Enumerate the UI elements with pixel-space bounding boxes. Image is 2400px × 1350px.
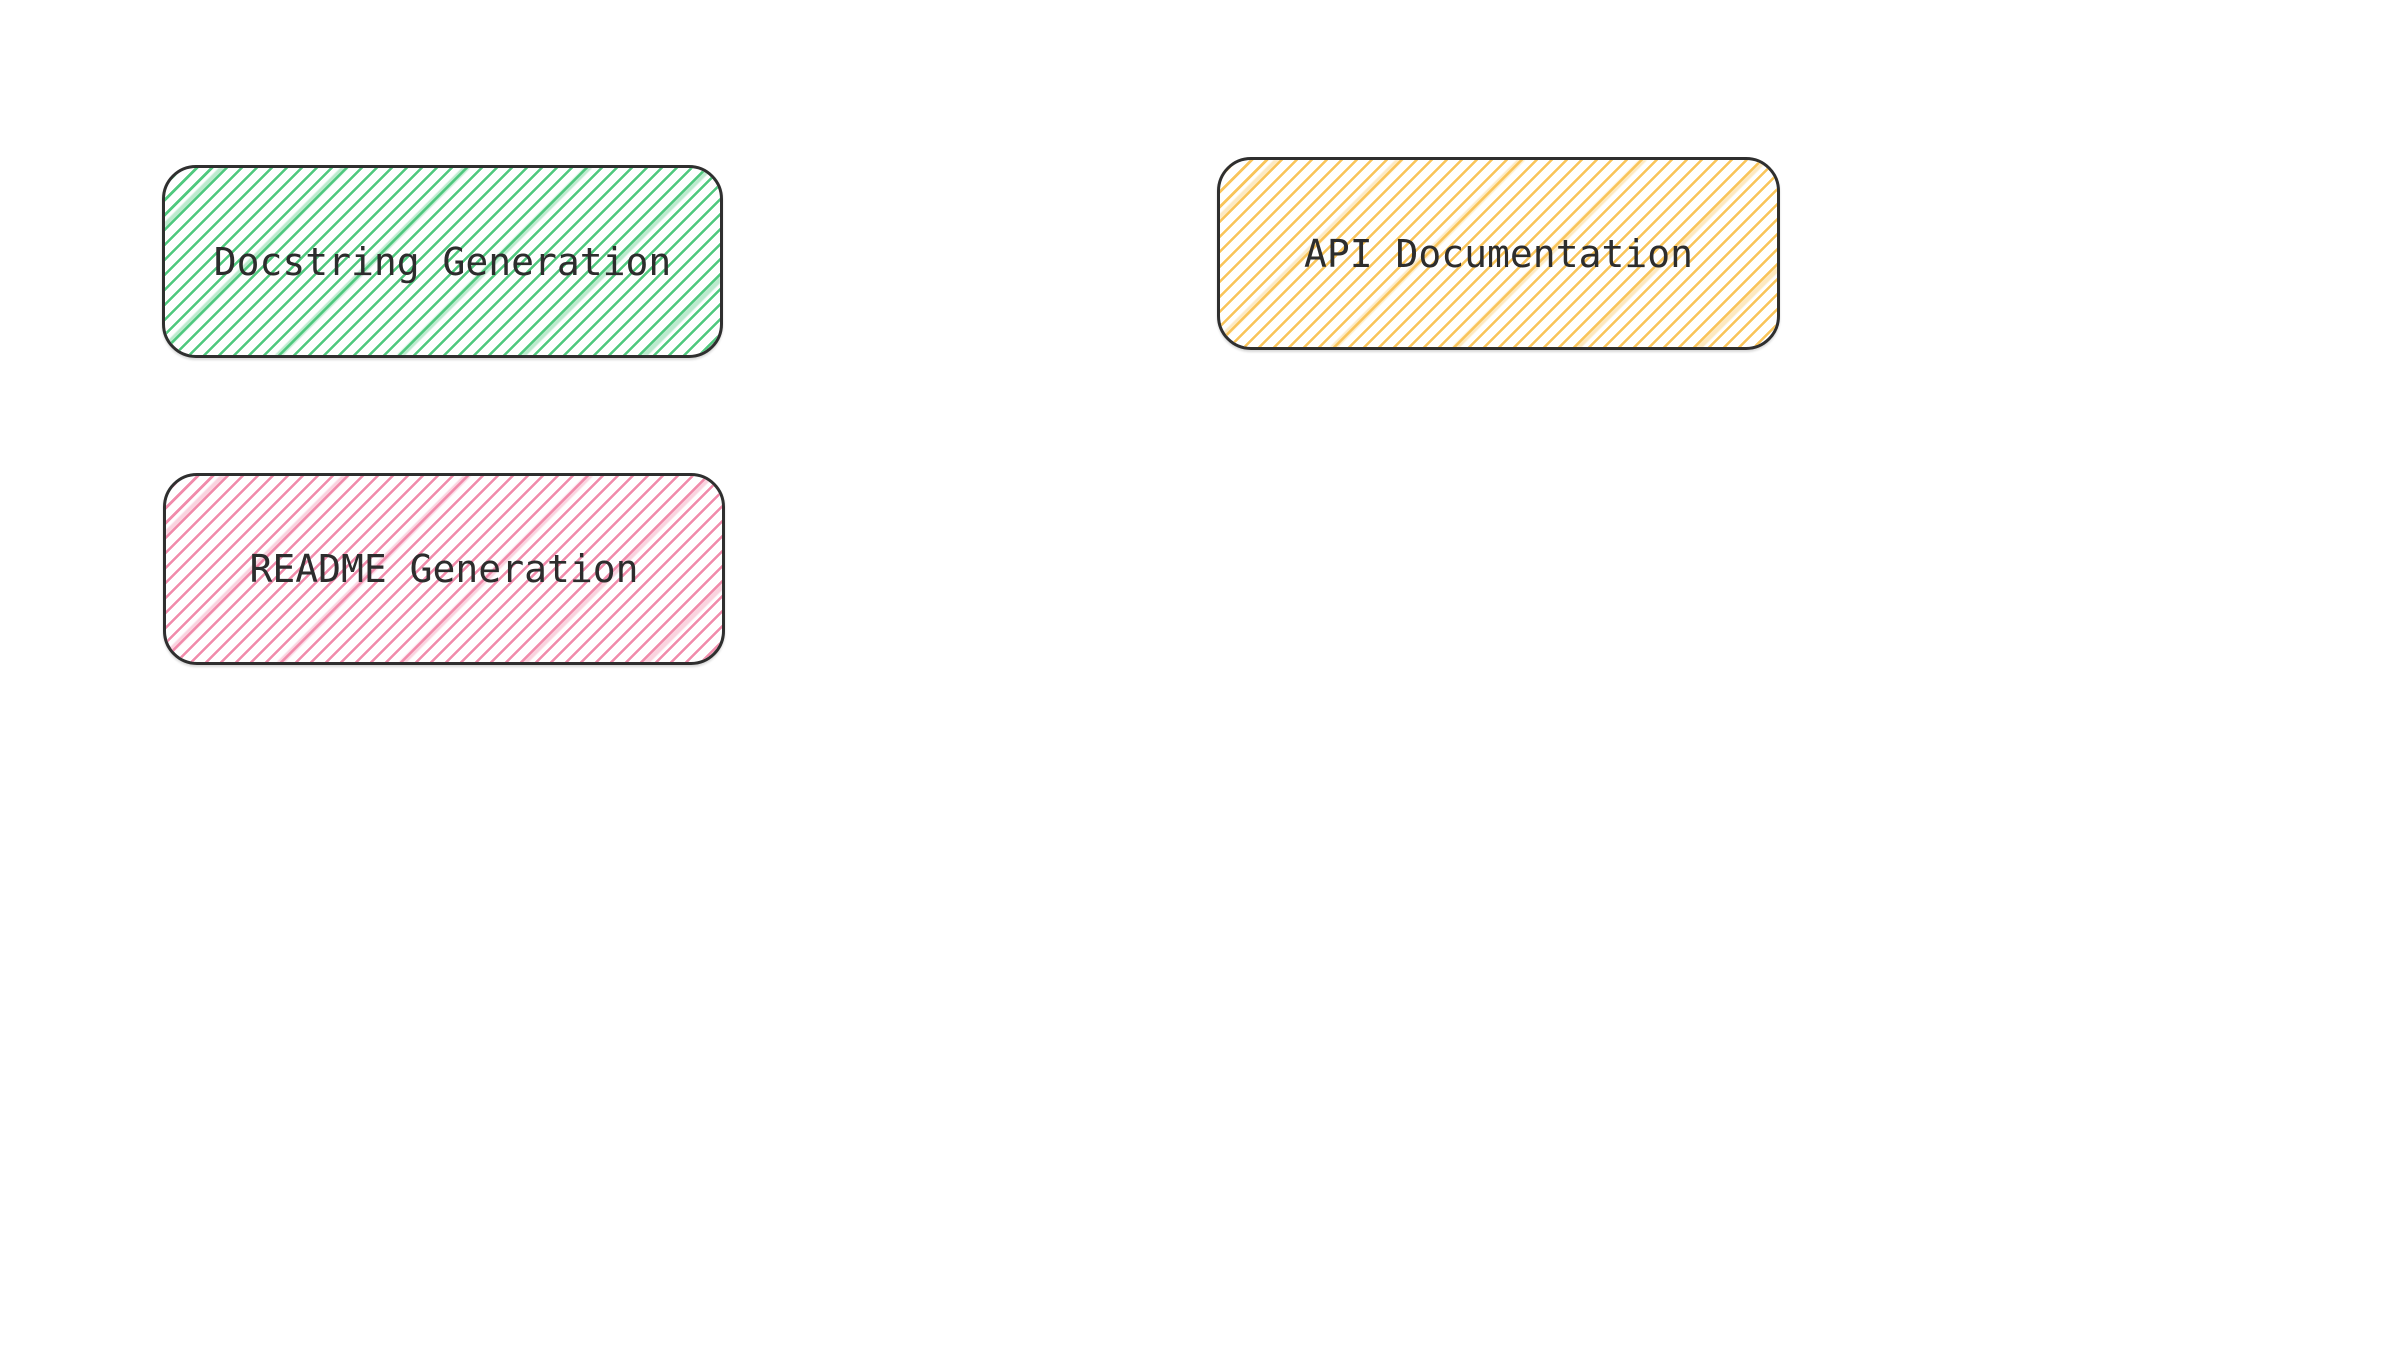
node-api-documentation[interactable]: API Documentation bbox=[1217, 157, 1780, 350]
node-docstring-generation[interactable]: Docstring Generation bbox=[162, 165, 723, 358]
node-readme-generation[interactable]: README Generation bbox=[163, 473, 725, 665]
node-label-readme-generation: README Generation bbox=[249, 547, 639, 591]
node-label-api-documentation: API Documentation bbox=[1304, 231, 1693, 276]
node-label-docstring-generation: Docstring Generation bbox=[213, 239, 672, 284]
